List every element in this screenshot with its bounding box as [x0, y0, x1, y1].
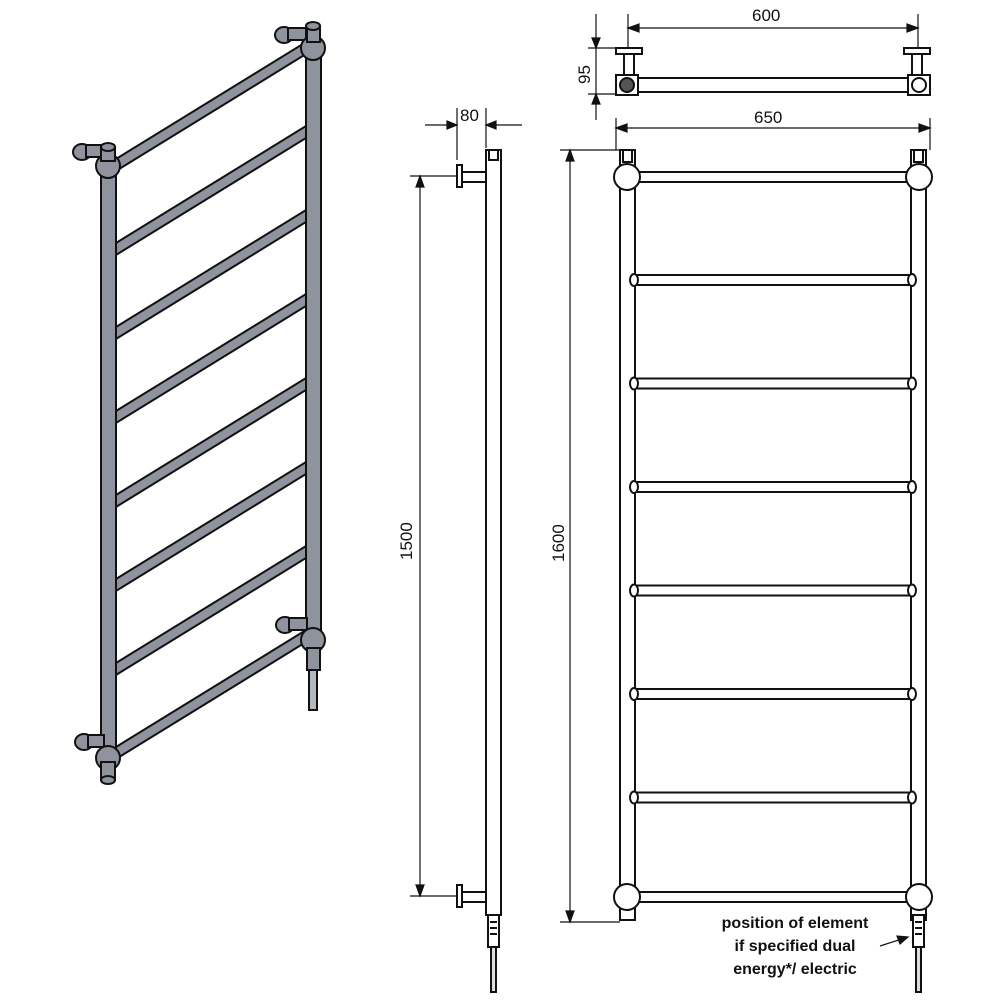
- iso-rail: [115, 292, 307, 425]
- iso-rail: [115, 208, 307, 341]
- side-element: [487, 914, 500, 948]
- front-rail: [632, 791, 914, 804]
- note-leader-arrow: [879, 935, 910, 947]
- front-rail: [632, 274, 914, 286]
- iso-bracket-top-right: [274, 21, 326, 61]
- front-rail-joint: [907, 376, 917, 391]
- dimension-1500-label: 1500: [397, 522, 416, 560]
- dimension-600: [626, 14, 920, 48]
- front-rail-joint: [629, 273, 639, 287]
- front-rail-joint: [629, 687, 639, 701]
- front-boss-top-right: [905, 163, 933, 191]
- front-rail: [632, 688, 914, 700]
- iso-rail: [115, 460, 307, 593]
- front-view: [613, 149, 933, 993]
- front-right-upright: [910, 149, 927, 921]
- side-view: [456, 149, 502, 993]
- front-rail-joint: [907, 583, 917, 598]
- front-rail-joint: [907, 790, 917, 805]
- front-left-upright: [619, 149, 636, 921]
- front-rail: [632, 584, 914, 597]
- isometric-view: [72, 21, 326, 785]
- dimension-1500: [410, 174, 457, 898]
- front-rail-joint: [629, 376, 639, 391]
- front-rail-joint: [629, 790, 639, 805]
- iso-bracket-bottom-left: [74, 733, 121, 785]
- iso-right-upright: [305, 41, 322, 643]
- dimension-95: [588, 14, 616, 120]
- plan-view: [615, 47, 931, 96]
- element-position-note: position of element if specified dual en…: [700, 912, 890, 981]
- iso-bracket-bottom-right: [275, 616, 326, 711]
- front-rail: [632, 481, 914, 493]
- front-boss-top-left: [613, 163, 641, 191]
- front-rails: [629, 171, 917, 903]
- iso-left-upright: [100, 164, 117, 766]
- iso-rail: [115, 124, 307, 257]
- dimension-650-label: 650: [754, 108, 782, 127]
- iso-rail: [115, 544, 307, 677]
- front-rail-joint: [629, 480, 639, 494]
- iso-rail: [115, 376, 307, 509]
- dimension-80: [425, 108, 522, 160]
- dimension-80-label: 80: [460, 106, 479, 125]
- note-line-2: if specified dual: [734, 938, 856, 955]
- front-rail-joint: [629, 583, 639, 598]
- dimension-95-label: 95: [575, 65, 594, 84]
- iso-bracket-top-left: [72, 142, 121, 179]
- front-boss-bottom-left: [613, 883, 641, 911]
- front-rail: [632, 891, 914, 903]
- front-rail-joint: [907, 273, 917, 287]
- front-rail-joint: [907, 480, 917, 494]
- dimension-650: [614, 118, 932, 150]
- front-boss-bottom-right: [905, 883, 933, 911]
- note-line-1: position of element: [721, 915, 869, 932]
- front-rail: [632, 171, 914, 183]
- front-rail-joint: [907, 687, 917, 701]
- side-upright: [485, 149, 502, 916]
- dimension-1600-label: 1600: [549, 524, 568, 562]
- iso-rails: [115, 40, 307, 761]
- dimension-600-label: 600: [752, 6, 780, 25]
- note-line-3: energy*/ electric: [733, 961, 857, 978]
- front-rail: [632, 377, 914, 390]
- plan-rail: [629, 77, 919, 93]
- dimension-1600: [560, 148, 620, 924]
- front-element: [912, 914, 925, 948]
